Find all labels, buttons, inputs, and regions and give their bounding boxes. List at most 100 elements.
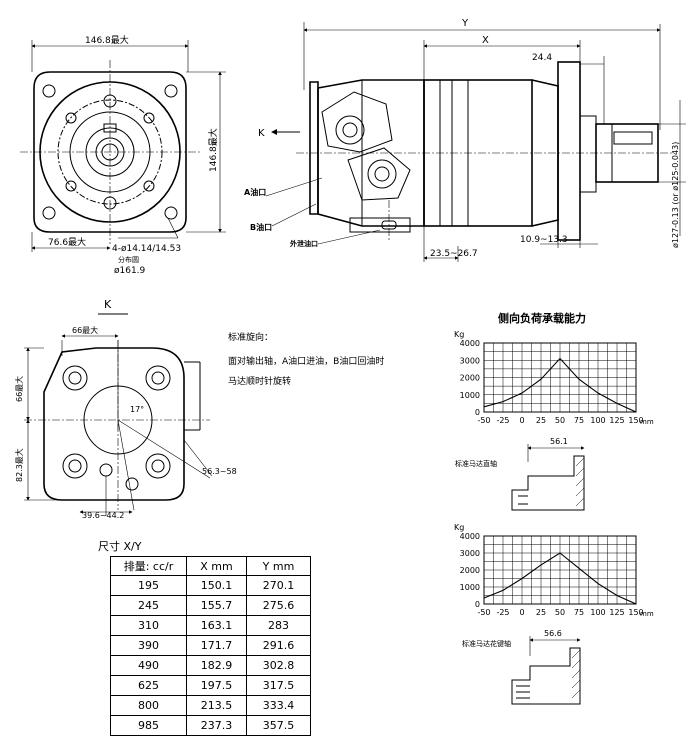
- x-tick-label: 75: [574, 608, 584, 617]
- y-tick-label: 4000: [460, 339, 480, 348]
- table-cell: 333.4: [246, 695, 311, 716]
- table-cell: 163.1: [186, 615, 247, 636]
- load-curve: [483, 552, 637, 605]
- y-tick-label: 1000: [460, 391, 480, 400]
- table-cell: 302.8: [246, 655, 311, 676]
- k-dim-66-top: 66最大: [72, 325, 98, 335]
- x-tick-label: 75: [574, 416, 584, 425]
- x-unit-label: mm: [640, 418, 654, 426]
- table-header-displacement: 排量: cc/r: [110, 556, 187, 576]
- side-x-label: X: [482, 35, 489, 46]
- y-tick-label: 4000: [460, 532, 480, 541]
- table-cell: 150.1: [186, 575, 247, 596]
- front-width-label: 146.8最大: [85, 34, 129, 46]
- x-tick-label: 0: [519, 416, 524, 425]
- table-cell: 490: [110, 655, 187, 676]
- x-tick-label: 100: [590, 608, 605, 617]
- table-cell: 800: [110, 695, 187, 716]
- table-header-row: 排量: cc/r X mm Y mm: [110, 556, 311, 576]
- straight-shaft-dim: 56.1: [550, 437, 568, 446]
- k-dim-56-label: 56.3~58: [202, 467, 237, 476]
- table-cell: 317.5: [246, 675, 311, 696]
- rotation-note: 标准旋向： 面对输出轴，A油口进油，B油口回油时 马达顺时针旋转: [228, 331, 384, 387]
- x-tick-label: 150: [628, 608, 643, 617]
- table-cell: 155.7: [186, 595, 247, 616]
- table-cell: 357.5: [246, 715, 311, 736]
- x-tick-label: -25: [496, 608, 509, 617]
- k-view: K 66最大 17° 66最大 82.3最大 56: [14, 298, 237, 520]
- spline-shaft-dim: 56.6: [544, 629, 562, 638]
- load-curve: [483, 357, 637, 413]
- y-tick-label: 0: [475, 600, 480, 609]
- dimension-table-title: 尺寸 X/Y: [98, 540, 142, 553]
- k-view-title: K: [104, 298, 112, 311]
- straight-shaft-caption: 标准马达直轴: [455, 459, 497, 468]
- rotation-line1: 标准旋向：: [228, 331, 273, 343]
- x-tick-label: 50: [555, 416, 565, 425]
- front-pitch-value: ø161.9: [114, 266, 146, 276]
- y-tick-label: 2000: [460, 566, 480, 575]
- x-tick-label: 100: [590, 416, 605, 425]
- x-tick-label: 50: [555, 608, 565, 617]
- k-angle-label: 17°: [130, 405, 144, 414]
- side-view: Y X 24.4: [244, 18, 686, 262]
- front-pitch-label: 分布圆: [118, 255, 139, 264]
- table-cell: 390: [110, 635, 187, 656]
- table-header-y: Y mm: [246, 556, 311, 576]
- y-tick-label: 3000: [460, 356, 480, 365]
- rotation-line2: 面对输出轴，A油口进油，B油口回油时: [228, 355, 384, 367]
- side-k-label: K: [258, 128, 265, 139]
- y-axis-label: Kg: [454, 330, 464, 339]
- load-section-title: 侧向负荷承载能力: [498, 311, 586, 325]
- k-dim-82-label: 82.3最大: [14, 448, 24, 482]
- table-cell: 195: [110, 575, 187, 596]
- table-cell: 291.6: [246, 635, 311, 656]
- table-cell: 283: [246, 615, 311, 636]
- table-cell: 182.9: [186, 655, 247, 676]
- side-24-label: 24.4: [532, 53, 552, 63]
- y-tick-label: 1000: [460, 583, 480, 592]
- front-holes-label: 4-ø14.14/14.53: [112, 244, 181, 254]
- straight-shaft-diagram: 标准马达直轴 56.1: [455, 437, 585, 511]
- dim-10-label: 10.9~13.3: [520, 235, 568, 245]
- port-a-label: A油口: [244, 187, 266, 197]
- x-tick-label: 125: [609, 416, 624, 425]
- shaft-dia-label: ø127-0.13 (or ø125-0.043): [671, 142, 680, 248]
- drain-label: 外泄油口: [290, 239, 318, 248]
- dim-23-label: 23.5~26.7: [430, 249, 478, 259]
- front-view: 146.8最大 146.8最大 76.6最大: [20, 34, 226, 276]
- x-tick-label: -50: [477, 608, 490, 617]
- front-offset-label: 76.6最大: [48, 236, 86, 248]
- k-dim-66-side: 66最大: [14, 376, 24, 402]
- side-y-label: Y: [461, 18, 469, 29]
- table-cell: 310: [110, 615, 187, 636]
- table-cell: 213.5: [186, 695, 247, 716]
- port-b-label: B油口: [250, 222, 272, 232]
- table-cell: 171.7: [186, 635, 247, 656]
- y-tick-label: 3000: [460, 549, 480, 558]
- table-cell: 237.3: [186, 715, 247, 736]
- table-cell: 245: [110, 595, 187, 616]
- table-cell: 275.6: [246, 595, 311, 616]
- x-tick-label: -50: [477, 416, 490, 425]
- rotation-line3: 马达顺时针旋转: [228, 375, 291, 387]
- x-tick-label: 25: [536, 608, 546, 617]
- spline-shaft-diagram: 标准马达花键轴 56.6: [462, 629, 581, 705]
- table-cell: 270.1: [246, 575, 311, 596]
- y-axis-label: Kg: [454, 523, 464, 532]
- y-tick-label: 2000: [460, 374, 480, 383]
- x-tick-label: 150: [628, 416, 643, 425]
- y-tick-label: 0: [475, 408, 480, 417]
- table-cell: 197.5: [186, 675, 247, 696]
- front-height-label: 146.8最大: [207, 128, 219, 172]
- x-tick-label: -25: [496, 416, 509, 425]
